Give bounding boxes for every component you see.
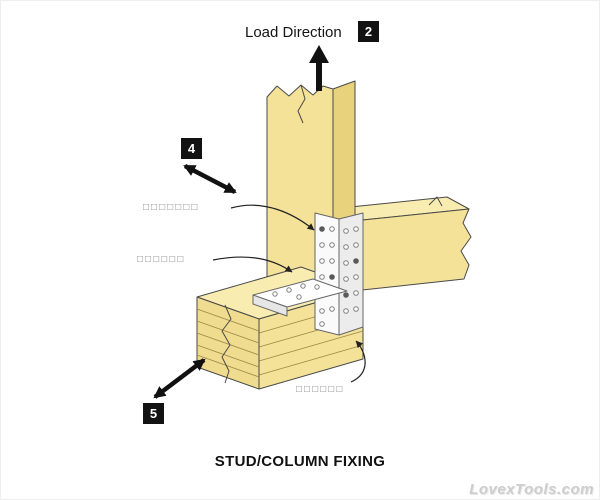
lamination-lines-end <box>196 308 260 378</box>
movement-arrow-4 <box>183 164 237 194</box>
leader-arrow-top <box>230 204 315 231</box>
beam-end-crack <box>221 304 232 384</box>
bracket-nail-holes <box>319 226 359 327</box>
load-direction-arrow <box>309 45 329 91</box>
leader-arrow-middle <box>212 256 293 273</box>
stud-top-split <box>297 84 306 124</box>
step-badge-2: 2 <box>358 21 379 42</box>
callout-label-bottom: □□□□□□ <box>296 384 345 395</box>
load-direction-label: Load Direction <box>245 24 342 41</box>
callout-label-top: □□□□□□□ <box>143 202 200 213</box>
horizontal-beam-right <box>330 196 472 292</box>
callout-label-middle: □□□□□□ <box>137 254 186 265</box>
base-plate-holes <box>272 283 320 300</box>
step-badge-4: 4 <box>181 138 202 159</box>
diagram-caption: STUD/COLUMN FIXING <box>214 453 386 470</box>
leader-arrow-bottom <box>350 340 366 383</box>
beam-end-split <box>428 196 443 207</box>
metal-bracket <box>252 212 364 336</box>
watermark: LovexTools.com <box>469 481 594 498</box>
movement-arrow-5 <box>153 358 206 399</box>
bracket-base-flange <box>252 294 288 317</box>
step-badge-5: 5 <box>143 403 164 424</box>
